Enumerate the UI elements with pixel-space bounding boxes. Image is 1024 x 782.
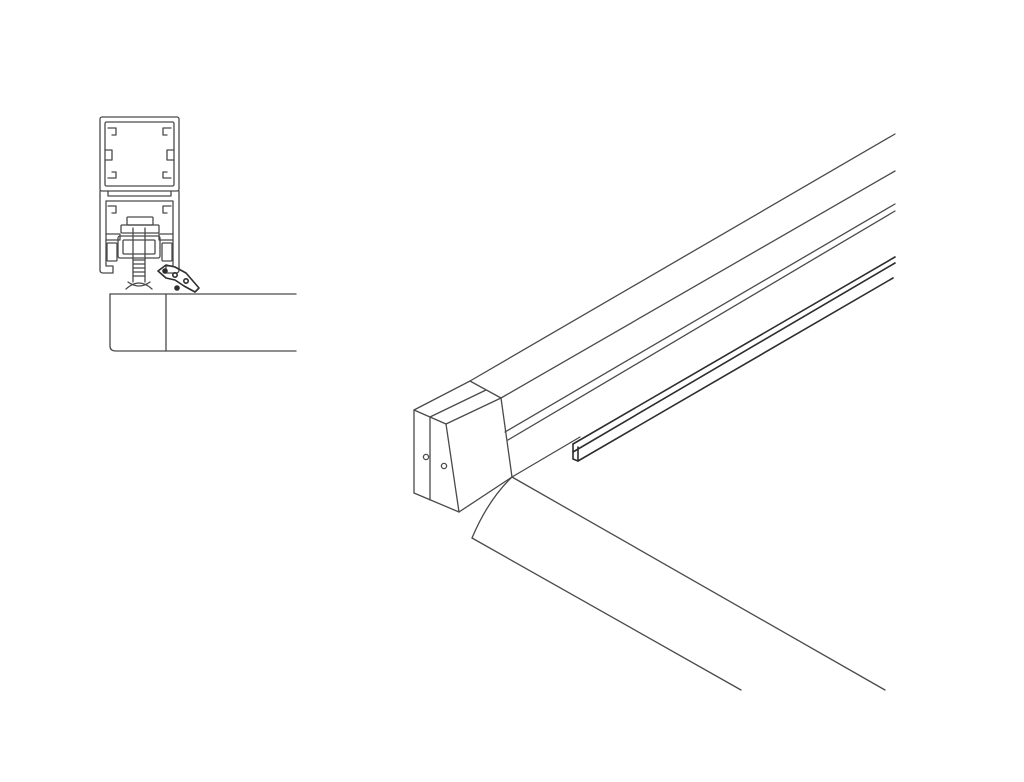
- clamp-bolt: [117, 216, 161, 290]
- isometric-rail-assembly: [413, 133, 896, 691]
- glass-pane: [471, 476, 886, 691]
- upper-chamber: [99, 116, 180, 192]
- lower-chamber: [99, 195, 180, 274]
- chamber-joint: [99, 190, 180, 197]
- rail-profile: [469, 133, 896, 478]
- end-cap: [413, 380, 513, 513]
- profile-cross-section: [99, 116, 297, 352]
- seal-strip: [572, 256, 896, 462]
- screw-hole-2: [440, 462, 448, 470]
- glass-pane-section: [109, 293, 297, 352]
- seal-gasket: [157, 264, 200, 293]
- screw-hole-1: [422, 453, 430, 461]
